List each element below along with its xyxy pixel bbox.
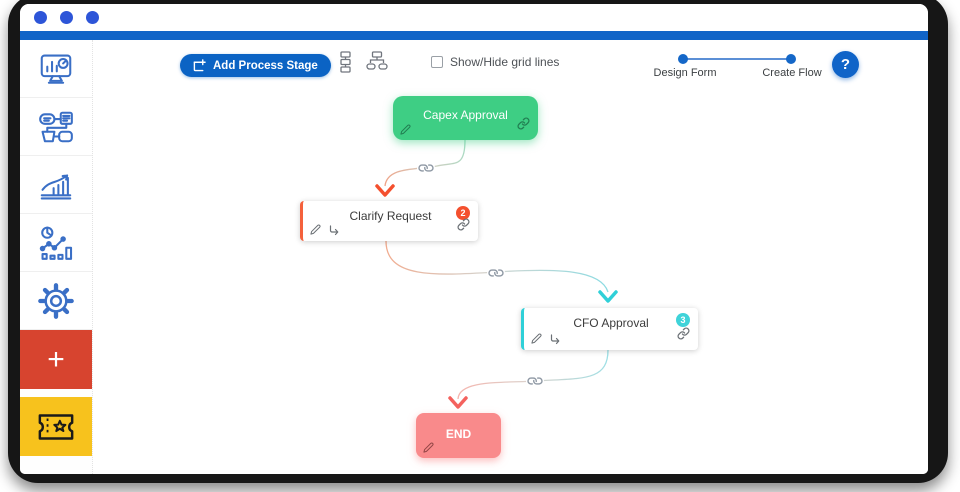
link-icon[interactable]	[677, 327, 690, 340]
reassign-arrow-icon[interactable]	[549, 333, 562, 345]
trend-chart-icon	[40, 173, 72, 199]
plus-icon: +	[47, 342, 65, 376]
flow-node-cfo-approval[interactable]: CFO Approval 3	[521, 308, 698, 350]
link-icon[interactable]	[517, 117, 530, 130]
window-control-dot[interactable]	[86, 11, 99, 24]
tree-layout-icon[interactable]	[366, 51, 388, 73]
sidebar-item-dashboard[interactable]	[20, 40, 92, 98]
flow-connectors	[375, 139, 618, 409]
add-stage-icon	[193, 59, 206, 72]
reassign-arrow-icon[interactable]	[328, 224, 341, 236]
arrowhead-into-clarify	[375, 184, 395, 197]
grid-lines-toggle: Show/Hide grid lines	[431, 55, 559, 69]
sidebar: +	[20, 40, 93, 474]
sidebar-item-settings[interactable]	[20, 272, 92, 330]
gear-icon	[38, 282, 74, 319]
node-label: CFO Approval	[573, 316, 649, 330]
flow-node-capex-approval[interactable]: Capex Approval	[393, 96, 538, 140]
add-process-stage-button[interactable]: Add Process Stage	[180, 54, 331, 77]
help-button[interactable]: ?	[832, 51, 859, 78]
window-control-dot[interactable]	[34, 11, 47, 24]
sidebar-item-analytics[interactable]	[20, 214, 92, 272]
stepper-connector	[683, 58, 791, 60]
monitor-chart-icon	[40, 54, 72, 84]
node-label: Clarify Request	[349, 209, 432, 223]
flow-node-end[interactable]: END	[416, 413, 501, 458]
edit-pencil-icon[interactable]	[400, 124, 411, 135]
step-design-form-label: Design Form	[653, 67, 717, 79]
ticket-icon	[38, 413, 74, 440]
flow-node-clarify-request[interactable]: Clarify Request 2	[300, 201, 478, 241]
link-icon[interactable]	[457, 218, 470, 231]
sidebar-item-workflow[interactable]	[20, 98, 92, 156]
window-control-dot[interactable]	[60, 11, 73, 24]
connector-capex-clarify	[384, 139, 466, 187]
app-header-bar	[20, 31, 928, 40]
connector-link-icons	[417, 159, 544, 390]
stage-count-badge: 3	[676, 313, 690, 327]
analytics-icon	[39, 226, 73, 260]
layout-toggle-group	[336, 51, 388, 73]
arrowhead-into-cfo	[598, 290, 618, 303]
app-window: + Add Process Stage	[20, 4, 928, 474]
edit-pencil-icon[interactable]	[310, 224, 321, 235]
edit-pencil-icon[interactable]	[531, 333, 542, 344]
sidebar-item-reports[interactable]	[20, 156, 92, 214]
window-titlebar	[20, 4, 928, 31]
sidebar-item-tickets[interactable]	[20, 397, 92, 456]
step-create-flow-label: Create Flow	[762, 67, 822, 79]
edit-pencil-icon[interactable]	[423, 442, 434, 453]
help-label: ?	[840, 56, 851, 73]
node-label: END	[445, 427, 472, 441]
vertical-layout-icon[interactable]	[336, 51, 355, 73]
flow-canvas: Add Process Stage	[93, 40, 928, 474]
grid-lines-label: Show/Hide grid lines	[450, 55, 560, 69]
arrowhead-into-end	[448, 396, 468, 409]
node-label: Capex Approval	[423, 108, 508, 122]
grid-lines-checkbox[interactable]	[431, 56, 443, 68]
sidebar-item-add-new[interactable]: +	[20, 330, 92, 389]
step-design-form-dot[interactable]	[678, 54, 688, 64]
add-stage-label: Add Process Stage	[213, 59, 318, 72]
step-create-flow-dot[interactable]	[786, 54, 796, 64]
stage-count-badge: 2	[456, 206, 470, 220]
flowchart-icon	[39, 111, 73, 142]
